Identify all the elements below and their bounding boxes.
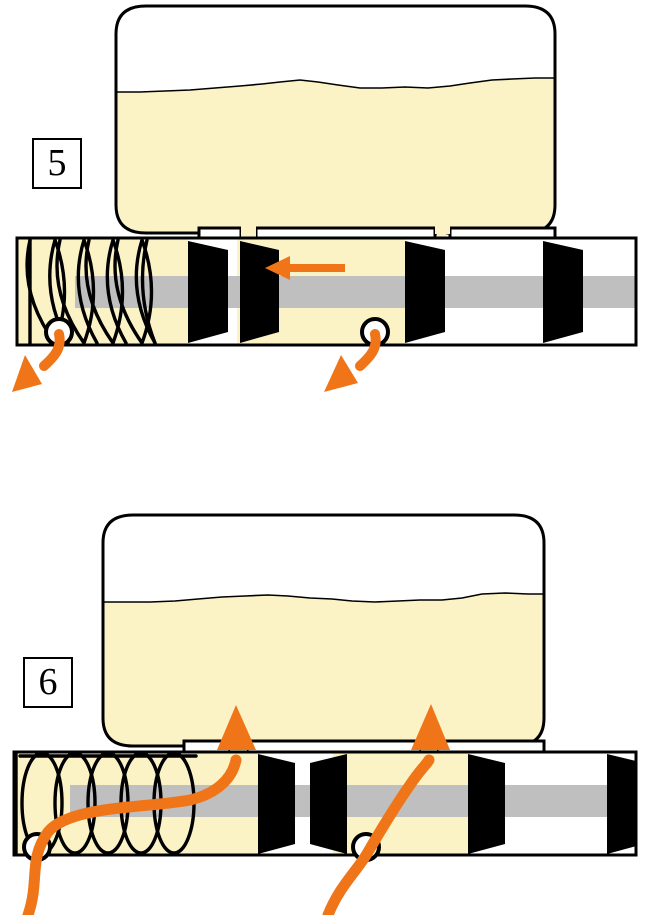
spool-valve-body-5	[15, 236, 638, 347]
valve-seal-3-6	[468, 754, 505, 854]
fill-arrow-left-6	[22, 705, 256, 915]
valve-seal-1-6	[258, 754, 295, 854]
tank-outline-6	[101, 513, 546, 748]
spool-valve-body-6	[12, 750, 638, 857]
valve-outline-6	[12, 750, 638, 857]
tank-port-left-5	[241, 222, 256, 240]
valve-seal-2-6	[310, 754, 347, 854]
step-label-text-5: 5	[48, 142, 67, 184]
tank-port-right-5	[435, 222, 450, 234]
valve-seal-4-6	[607, 754, 636, 854]
spool-shaft-5	[75, 276, 635, 308]
spool-push-arrow-shape-5	[265, 256, 345, 280]
valve-seal-3-5	[405, 241, 445, 343]
tank-liquid-5	[116, 77, 555, 233]
liquid-surface-6	[103, 592, 544, 603]
drain-arrow-center-stem-5	[355, 329, 381, 371]
drain-arrow-center-5	[324, 329, 381, 392]
liquid-body-5	[116, 78, 555, 233]
panel-5: 5	[12, 4, 638, 392]
panel-5-svg: 5	[12, 4, 638, 392]
spool-push-arrow-5	[265, 256, 345, 280]
valve-seal-2-5	[240, 241, 279, 343]
step-label-5: 5	[32, 138, 82, 189]
liquid-surface-5	[116, 77, 555, 93]
drain-arrow-left-head-5	[12, 355, 42, 392]
panel-6-svg: 6	[12, 513, 638, 915]
reservoir-tank-6	[101, 513, 546, 748]
return-spring-5	[25, 238, 157, 345]
valve-seal-4-5	[543, 241, 583, 343]
reservoir-tank-5	[114, 4, 557, 235]
panel-6: 6	[0, 460, 653, 915]
fill-arrow-left-stem-6	[22, 754, 242, 915]
tank-liquid-6	[103, 592, 544, 746]
step-label-box-5	[32, 138, 82, 189]
drain-arrow-left-5	[12, 329, 65, 392]
fill-arrow-left-head-6	[217, 705, 256, 750]
fill-arrow-right-head-6	[411, 704, 450, 750]
liquid-body-6	[103, 593, 544, 746]
valve-outline-5	[15, 236, 638, 347]
step-label-box-6	[23, 657, 73, 708]
step-label-6: 6	[23, 657, 73, 708]
fill-arrow-right-6	[322, 704, 450, 915]
drain-arrow-center-head-5	[324, 355, 358, 392]
fill-arrow-right-stem-6	[322, 754, 435, 915]
step-label-text-6: 6	[39, 661, 58, 703]
valve-seal-1-5	[188, 241, 228, 343]
drain-arrow-left-stem-5	[39, 329, 65, 371]
tank-outline-5	[114, 4, 557, 235]
